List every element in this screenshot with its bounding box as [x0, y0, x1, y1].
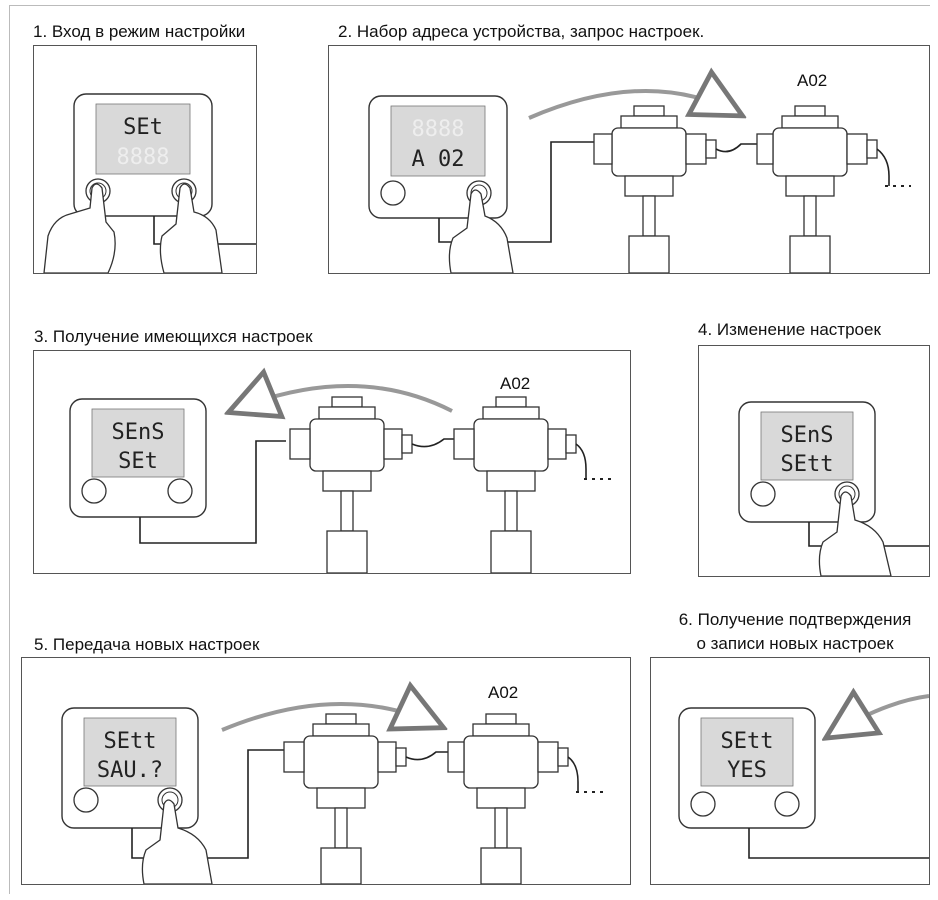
- display-line-1: SEnS: [781, 423, 834, 448]
- sensor-1: [593, 105, 717, 273]
- request-arrow: [528, 91, 739, 120]
- controller-device: 8888 A 02: [368, 95, 508, 219]
- display-line-1: SEtt: [721, 729, 774, 754]
- controller-device: SEtt YES: [678, 707, 816, 829]
- bus-cable-continuation: [575, 443, 587, 479]
- step-6-caption-line-1: 6. Получение подтверждения: [678, 610, 912, 629]
- cable: [748, 828, 929, 859]
- step-2-caption: 2. Набор адреса устройства, запрос настр…: [338, 22, 705, 41]
- step-4-illustration: SEnS SEtt: [738, 401, 929, 576]
- cable: [808, 522, 929, 547]
- bus-cable: [715, 143, 757, 153]
- step-2-panel: 8888 A 02 A02: [328, 45, 930, 274]
- response-arrow: [232, 386, 453, 411]
- figure-frame: [9, 5, 930, 894]
- controller-device: SEnS SEt: [69, 398, 207, 518]
- display-line-1: SEt: [123, 115, 163, 140]
- display-line-1: 8888: [412, 117, 465, 142]
- bus-cable: [405, 751, 448, 761]
- sensor-1: [283, 713, 407, 884]
- confirmation-arrow: [829, 696, 929, 736]
- cable: [153, 216, 256, 245]
- cable: [139, 440, 286, 544]
- controller-device: SEnS SEtt: [738, 401, 876, 523]
- step-1-illustration: SEt 8888: [43, 93, 256, 273]
- sensor-2: [453, 396, 577, 573]
- step-3-panel: SEnS SEt A02: [33, 350, 631, 574]
- step-5-caption: 5. Передача новых настроек: [34, 635, 260, 654]
- display-line-2: 8888: [117, 145, 170, 170]
- step-6-caption-line-2: о записи новых настроек: [696, 634, 894, 653]
- device-address-label: A02: [500, 374, 530, 393]
- sensor-1: [289, 396, 413, 573]
- display-line-2: SEt: [118, 449, 158, 474]
- left-hand: [43, 183, 116, 273]
- controller-device: SEtt SAU.?: [61, 707, 199, 829]
- step-6-illustration: SEtt YES: [678, 658, 929, 859]
- device-address-label: A02: [488, 683, 518, 702]
- bus-cable: [411, 438, 454, 448]
- step-2-illustration: 8888 A 02 A02: [368, 46, 911, 273]
- display-line-1: SEtt: [104, 729, 157, 754]
- step-6-panel: SEtt YES: [650, 657, 930, 885]
- display-line-2: YES: [727, 758, 767, 783]
- hand: [141, 799, 213, 884]
- step-4-panel: SEnS SEtt: [698, 345, 930, 577]
- cable: [438, 141, 611, 243]
- step-4-caption: 4. Изменение настроек: [698, 320, 881, 339]
- bus-cable-continuation: [567, 756, 579, 792]
- send-arrow: [221, 704, 440, 732]
- display-line-2: A 02: [412, 147, 465, 172]
- step-3-illustration: SEnS SEt A02: [69, 351, 612, 573]
- display-line-2: SAU.?: [97, 758, 163, 783]
- right-hand: [159, 183, 223, 273]
- sensor-2: [756, 105, 878, 273]
- bus-cable-continuation: [876, 148, 890, 186]
- display-line-2: SEtt: [781, 452, 834, 477]
- hand: [818, 491, 892, 576]
- sensor-2: [447, 713, 569, 884]
- step-5-illustration: SEtt SAU.? A02: [61, 658, 604, 884]
- cable: [131, 749, 284, 859]
- step-3-caption: 3. Получение имеющихся настроек: [34, 327, 313, 346]
- step-5-panel: SEtt SAU.? A02: [21, 657, 631, 885]
- hand: [448, 189, 514, 273]
- step-1-panel: SEt 8888: [33, 45, 257, 274]
- device-address-label: A02: [797, 71, 827, 90]
- step-6-caption: 6. Получение подтверждения о записи новы…: [660, 610, 930, 654]
- display-line-1: SEnS: [112, 420, 165, 445]
- step-1-caption: 1. Вход в режим настройки: [33, 22, 246, 41]
